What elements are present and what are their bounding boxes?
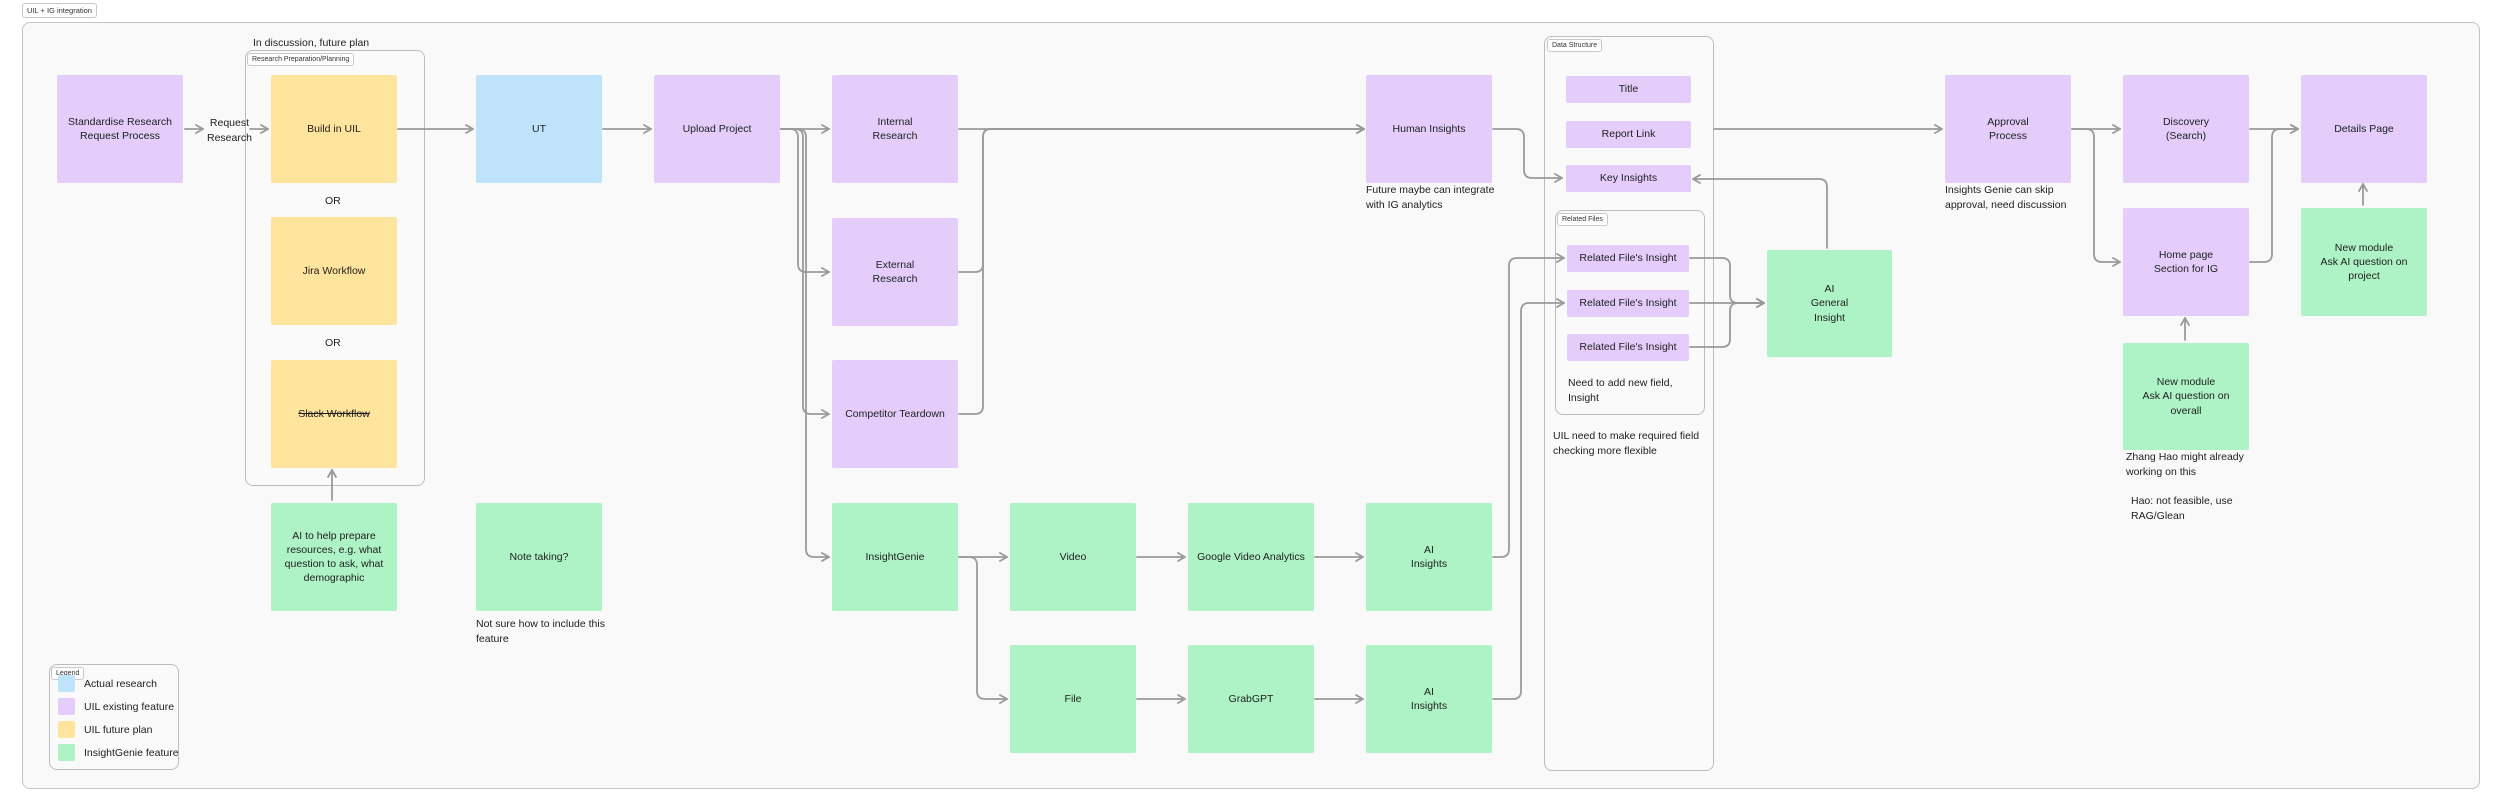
note-future-ig-analytics: Future maybe can integrate with IG analy… <box>1366 184 1495 212</box>
node-build-in-uil[interactable]: Build in UIL <box>271 75 397 183</box>
node-google-video-analytics[interactable]: Google Video Analytics <box>1188 503 1314 611</box>
field-related-file-insight-1[interactable]: Related File's Insight <box>1567 245 1689 272</box>
node-file[interactable]: File <box>1010 645 1136 753</box>
node-ai-insights-file[interactable]: AI Insights <box>1366 645 1492 753</box>
node-standardise-research[interactable]: Standardise Research Request Process <box>57 75 183 183</box>
node-note-taking[interactable]: Note taking? <box>476 503 602 611</box>
node-details-page[interactable]: Details Page <box>2301 75 2427 183</box>
arrow-ai2-to-rf2 <box>1492 298 1565 700</box>
arrow-homepage-to-details <box>2249 124 2299 263</box>
note-not-sure-feature: Not sure how to include this feature <box>476 618 605 646</box>
legend-label-uil-existing: UIL existing feature <box>84 701 175 713</box>
node-homepage-section[interactable]: Home page Section for IG <box>2123 208 2249 316</box>
node-internal-research[interactable]: Internal Research <box>832 75 958 183</box>
field-title[interactable]: Title <box>1566 76 1691 103</box>
legend-label-uil-future: UIL future plan <box>84 724 153 736</box>
request-research-label: Request Research <box>207 117 252 145</box>
note-hao-rag-glean: Hao: not feasible, use RAG/Glean <box>2131 495 2233 523</box>
legend-swatch-actual-research <box>58 675 75 692</box>
arrow-ai1-to-rf1 <box>1492 253 1565 558</box>
node-ai-prepare-resources[interactable]: AI to help prepare resources, e.g. what … <box>271 503 397 611</box>
legend-swatch-insightgenie <box>58 744 75 761</box>
node-discovery-search[interactable]: Discovery (Search) <box>2123 75 2249 183</box>
note-required-field-checking: UIL need to make required field checking… <box>1553 430 1700 458</box>
field-key-insights[interactable]: Key Insights <box>1566 165 1691 192</box>
arrow-human-to-keyinsights <box>1492 128 1563 183</box>
node-grabgpt[interactable]: GrabGPT <box>1188 645 1314 753</box>
node-video[interactable]: Video <box>1010 503 1136 611</box>
legend-label-insightgenie: InsightGenie feature <box>84 747 179 759</box>
node-new-module-overall[interactable]: New module Ask AI question on overall <box>2123 343 2249 450</box>
board-title: UIL + IG integration <box>22 3 97 18</box>
node-ut[interactable]: UT <box>476 75 602 183</box>
legend-swatch-uil-future <box>58 721 75 738</box>
node-upload-project[interactable]: Upload Project <box>654 75 780 183</box>
in-discussion-label: In discussion, future plan <box>253 37 370 49</box>
research-prep-frame-title: Research Preparation/Planning <box>247 53 355 66</box>
field-related-file-insight-3[interactable]: Related File's Insight <box>1567 334 1689 361</box>
arrow-approval-to-homepage <box>2071 128 2121 267</box>
arrow-upload-to-insightgenie <box>780 128 830 562</box>
node-external-research[interactable]: External Research <box>832 218 958 326</box>
note-zhang-hao: Zhang Hao might already working on this <box>2126 451 2244 479</box>
legend-label-actual-research: Actual research <box>84 678 157 690</box>
note-skip-approval: Insights Genie can skip approval, need d… <box>1945 184 2067 212</box>
arrow-rf1-to-aigeneral <box>1689 257 1765 308</box>
node-ai-insights-video[interactable]: AI Insights <box>1366 503 1492 611</box>
node-competitor-teardown[interactable]: Competitor Teardown <box>832 360 958 468</box>
field-report-link[interactable]: Report Link <box>1566 121 1691 148</box>
legend-swatch-uil-existing <box>58 698 75 715</box>
or-label-2: OR <box>325 337 341 349</box>
node-jira-workflow[interactable]: Jira Workflow <box>271 217 397 325</box>
node-ai-general-insight[interactable]: AI General Insight <box>1767 250 1892 357</box>
data-structure-frame-title: Data Structure <box>1547 39 1603 52</box>
note-add-insight-field: Need to add new field, Insight <box>1568 377 1673 405</box>
arrow-competitor-to-human <box>958 124 1365 415</box>
node-human-insights[interactable]: Human Insights <box>1366 75 1492 183</box>
arrow-upload-to-external <box>780 128 830 277</box>
related-files-frame-title: Related Files <box>1557 213 1608 226</box>
node-new-module-project[interactable]: New module Ask AI question on project <box>2301 208 2427 316</box>
arrow-rf3-to-aigeneral <box>1689 298 1765 348</box>
arrow-external-to-human <box>958 124 1365 273</box>
node-slack-workflow[interactable]: Slack Workflow <box>271 360 397 468</box>
or-label-1: OR <box>325 195 341 207</box>
node-insightgenie[interactable]: InsightGenie <box>832 503 958 611</box>
field-related-file-insight-2[interactable]: Related File's Insight <box>1567 290 1689 317</box>
arrow-aigeneral-to-keyinsights <box>1692 174 1828 249</box>
node-approval-process[interactable]: Approval Process <box>1945 75 2071 183</box>
arrow-insightgenie-to-file <box>958 556 1008 704</box>
